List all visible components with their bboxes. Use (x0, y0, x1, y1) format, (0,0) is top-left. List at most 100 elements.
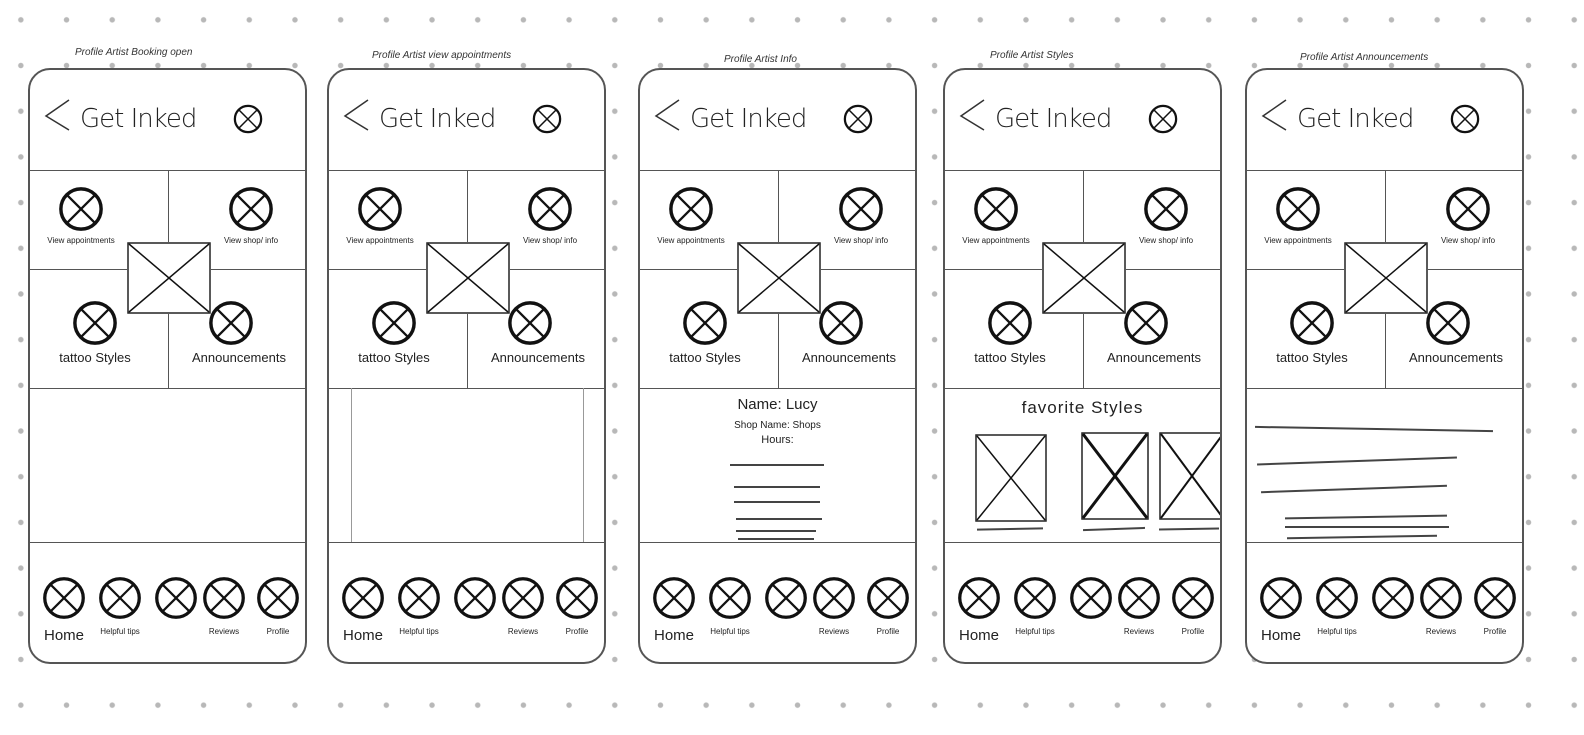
nav-item-profile[interactable]: Profile (254, 576, 302, 636)
back-chevron-icon[interactable] (1261, 98, 1287, 132)
placeholder-circle-icon (553, 576, 601, 625)
placeholder-circle-icon (1369, 576, 1417, 625)
brand-title: Get Inked (1297, 104, 1414, 134)
placeholder-circle-icon (650, 576, 698, 625)
nav-item-home[interactable]: Home (40, 576, 88, 644)
profile-menu-grid: View appointments View shop/ info tattoo S… (945, 170, 1220, 389)
nav-item-helpful-tips[interactable]: Helpful tips (395, 576, 443, 636)
screen-title: Profile Artist Announcements (1300, 52, 1429, 63)
back-chevron-icon[interactable] (44, 98, 70, 132)
nav-item-blank[interactable] (1067, 576, 1115, 627)
close-circle-icon[interactable] (233, 104, 263, 139)
grid-item-tattoo-styles[interactable]: tattoo Styles (666, 300, 744, 365)
grid-item-announcements[interactable]: Announcements (192, 300, 286, 365)
grid-item-announcements[interactable]: Announcements (491, 300, 585, 365)
grid-item-view-shop-info[interactable]: View shop/ info (1429, 186, 1507, 245)
grid-item-announcements[interactable]: Announcements (1107, 300, 1201, 365)
grid-item-view-appointments[interactable]: View appointments (652, 186, 730, 245)
placeholder-circle-icon (762, 576, 810, 625)
nav-item-reviews[interactable]: Reviews (1417, 576, 1465, 636)
shop-name: Shop Name: Shops (734, 420, 821, 431)
nav-item-label: Home (342, 627, 383, 644)
nav-item-reviews[interactable]: Reviews (499, 576, 547, 636)
nav-item-blank[interactable] (451, 576, 499, 627)
nav-item-profile[interactable]: Profile (1169, 576, 1217, 636)
appointments-panel (351, 388, 584, 542)
close-circle-icon[interactable] (532, 104, 562, 139)
nav-item-label: Home (43, 627, 84, 644)
placeholder-circle-icon (706, 576, 754, 625)
placeholder-circle-icon (200, 576, 248, 625)
nav-item-helpful-tips[interactable]: Helpful tips (706, 576, 754, 636)
nav-item-label: Reviews (1425, 627, 1457, 636)
grid-item-tattoo-styles[interactable]: tattoo Styles (1273, 300, 1351, 365)
close-circle-icon[interactable] (843, 104, 873, 139)
placeholder-circle-icon (1257, 576, 1305, 625)
nav-item-reviews[interactable]: Reviews (200, 576, 248, 636)
placeholder-circle-icon (1127, 186, 1205, 234)
content-area (30, 388, 305, 543)
grid-item-label: tattoo Styles (358, 350, 430, 365)
nav-item-home[interactable]: Home (339, 576, 387, 644)
nav-item-blank[interactable] (1369, 576, 1417, 627)
grid-item-view-appointments[interactable]: View appointments (42, 186, 120, 245)
nav-item-helpful-tips[interactable]: Helpful tips (1313, 576, 1361, 636)
style-image-placeholder[interactable] (975, 434, 1047, 527)
brand-title: Get Inked (80, 104, 197, 134)
nav-item-blank[interactable] (152, 576, 200, 627)
nav-item-home[interactable]: Home (650, 576, 698, 644)
back-chevron-icon[interactable] (343, 98, 369, 132)
text-placeholder-line (730, 464, 824, 466)
placeholder-circle-icon (1169, 576, 1217, 625)
nav-item-reviews[interactable]: Reviews (810, 576, 858, 636)
placeholder-circle-icon (1259, 186, 1337, 234)
back-chevron-icon[interactable] (654, 98, 680, 132)
close-circle-icon[interactable] (1450, 104, 1480, 139)
grid-item-view-appointments[interactable]: View appointments (341, 186, 419, 245)
placeholder-circle-icon (1107, 300, 1185, 348)
grid-item-tattoo-styles[interactable]: tattoo Styles (56, 300, 134, 365)
text-placeholder-line (734, 486, 820, 488)
placeholder-circle-icon (56, 300, 134, 348)
grid-item-announcements[interactable]: Announcements (802, 300, 896, 365)
grid-item-tattoo-styles[interactable]: tattoo Styles (355, 300, 433, 365)
nav-item-profile[interactable]: Profile (1471, 576, 1519, 636)
nav-item-blank[interactable] (762, 576, 810, 627)
content-area: favorite Styles (945, 388, 1220, 543)
style-image-placeholder[interactable] (1159, 432, 1220, 525)
grid-item-label: Announcements (802, 350, 896, 365)
nav-item-home[interactable]: Home (1257, 576, 1305, 644)
grid-item-view-shop-info[interactable]: View shop/ info (822, 186, 900, 245)
placeholder-circle-icon (511, 186, 589, 234)
grid-item-view-shop-info[interactable]: View shop/ info (1127, 186, 1205, 245)
app-header: Get Inked (640, 70, 915, 171)
grid-item-announcements[interactable]: Announcements (1409, 300, 1503, 365)
placeholder-circle-icon (955, 576, 1003, 625)
nav-item-label: Home (958, 627, 999, 644)
grid-item-view-shop-info[interactable]: View shop/ info (212, 186, 290, 245)
nav-item-reviews[interactable]: Reviews (1115, 576, 1163, 636)
close-circle-icon[interactable] (1148, 104, 1178, 139)
style-image-placeholder[interactable] (1081, 432, 1149, 525)
nav-item-home[interactable]: Home (955, 576, 1003, 644)
text-placeholder-line (736, 530, 816, 532)
nav-item-helpful-tips[interactable]: Helpful tips (1011, 576, 1059, 636)
grid-item-view-appointments[interactable]: View appointments (957, 186, 1035, 245)
grid-item-view-appointments[interactable]: View appointments (1259, 186, 1337, 245)
nav-item-helpful-tips[interactable]: Helpful tips (96, 576, 144, 636)
nav-item-profile[interactable]: Profile (864, 576, 912, 636)
grid-item-view-shop-info[interactable]: View shop/ info (511, 186, 589, 245)
text-placeholder-line (1285, 526, 1449, 528)
app-header: Get Inked (945, 70, 1220, 171)
placeholder-circle-icon (1273, 300, 1351, 348)
nav-item-label: Profile (565, 627, 589, 636)
grid-item-tattoo-styles[interactable]: tattoo Styles (971, 300, 1049, 365)
content-area (1247, 388, 1522, 543)
back-chevron-icon[interactable] (959, 98, 985, 132)
profile-image-placeholder (737, 242, 821, 314)
nav-item-profile[interactable]: Profile (553, 576, 601, 636)
